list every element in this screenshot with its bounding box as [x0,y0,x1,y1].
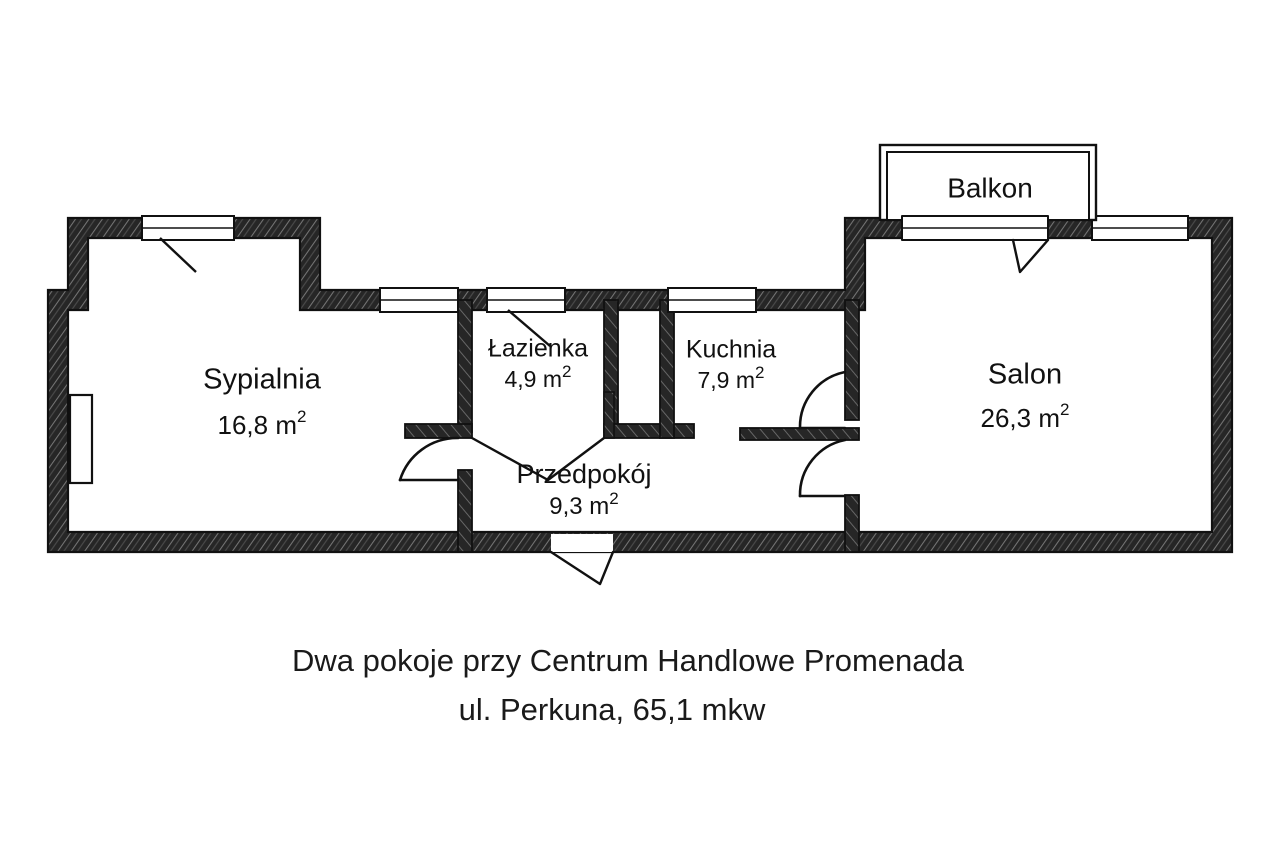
room-area-unit-sypialnia: m [275,410,297,440]
room-label-salon: Salon 26,3 m2 [981,359,1070,433]
window-lazienka-left-top [379,287,459,313]
room-area-number-przedpokoj: 9,3 [549,493,582,520]
windows-group [68,215,1189,485]
room-area-number-kuchnia: 7,9 [697,367,729,393]
door-balcony [901,215,1050,274]
interior-wall-salon-left-upper [844,299,860,421]
caption-group: Dwa pokoje przy Centrum Handlowe Promena… [292,643,965,727]
room-area-kuchnia: 7,9 m2 [697,363,764,393]
room-labels-group: Sypialnia 16,8 m2 Łazienka 4,9 m2 Kuchni… [203,335,1069,521]
room-area-unit-przedpokoj: m [589,493,609,520]
room-area-przedpokoj: 9,3 m2 [549,489,619,520]
walls-group [46,216,1234,554]
room-label-kuchnia: Kuchnia 7,9 m2 [686,336,776,393]
window-salon-top-right [1091,215,1189,241]
caption-line-2: ul. Perkuna, 65,1 mkw [459,692,766,727]
window-lazienka-top [486,287,566,347]
interior-wall-kuchnia-left [659,299,675,439]
room-area-unit-salon: m [1038,403,1060,433]
balcony-group: Balkon [878,143,1098,222]
room-area-sypialnia: 16,8 m2 [218,407,307,439]
room-area-exponent-przedpokoj: 2 [609,489,618,508]
interior-wall-lazienka-jamb [603,391,615,439]
interior-wall-kuchnia-salon-stub [739,427,860,441]
window-kuchnia-top [667,287,757,313]
exterior-wall-outline [46,216,1234,554]
door-przedpokoj-salon-lower [798,438,847,498]
window-sypialnia-top [141,215,235,273]
room-label-sypialnia: Sypialnia 16,8 m2 [203,364,322,440]
room-area-number-salon: 26,3 [981,403,1032,433]
room-area-exponent-kuchnia: 2 [755,363,764,382]
balcony-outline-inner [886,151,1090,221]
room-area-number-lazienka: 4,9 [504,366,536,392]
window-swing-line-lazienka [507,309,551,347]
room-name-lazienka: Łazienka [488,335,588,363]
room-area-exponent-sypialnia: 2 [297,407,306,426]
caption-line-1: Dwa pokoje przy Centrum Handlowe Promena… [292,643,965,678]
door-lazienka [470,436,606,482]
interior-wall-lazienka-bottom-right [603,423,695,439]
room-area-number-sypialnia: 16,8 [218,410,269,440]
room-name-sypialnia: Sypialnia [203,364,322,396]
room-name-salon: Salon [988,359,1062,391]
window-sypialnia-left [68,393,94,485]
room-area-exponent-salon: 2 [1060,400,1069,419]
room-area-lazienka: 4,9 m2 [504,362,571,392]
interior-wall-lazienka-left [457,299,473,433]
room-area-unit-lazienka: m [543,366,562,392]
interior-wall-lazienka-bottom-left [404,423,473,439]
room-area-unit-kuchnia: m [736,367,755,393]
room-name-przedpokoj: Przedpokój [516,459,651,489]
room-name-kuchnia: Kuchnia [686,336,776,364]
door-sypialnia [398,436,460,482]
room-area-exponent-lazienka: 2 [562,362,571,381]
interior-wall-przedpokoj-left [457,469,473,553]
window-swing-line-sypialnia [159,237,197,273]
balcony-label: Balkon [947,172,1033,203]
door-kuchnia-salon-upper [798,370,847,430]
doors-group [398,215,1050,586]
door-entrance [549,534,615,586]
room-label-lazienka: Łazienka 4,9 m2 [488,335,588,392]
room-area-salon: 26,3 m2 [981,400,1070,432]
room-label-przedpokoj: Przedpokój 9,3 m2 [516,459,651,520]
interior-wall-salon-left-lower [844,494,860,553]
